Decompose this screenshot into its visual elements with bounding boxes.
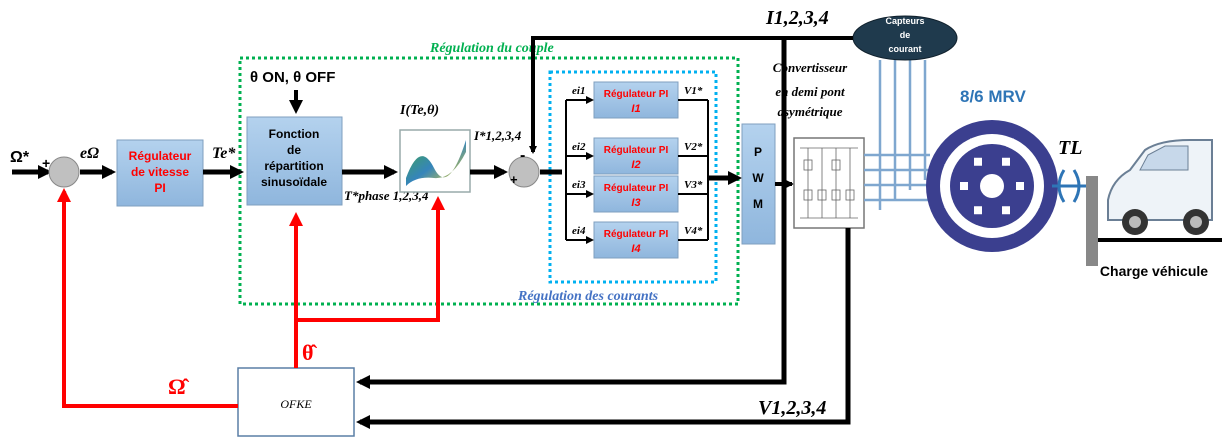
- pi-block-title-1: Régulateur PI: [604, 89, 669, 100]
- pwm-letter-w: W: [752, 171, 764, 185]
- sum1-plus: +: [42, 155, 50, 171]
- pi-error-label-3: ei3: [572, 179, 586, 191]
- pi-block-2: [593, 137, 679, 175]
- courants-region-label: Régulation des courants: [517, 289, 659, 304]
- capteurs-line2: de: [900, 30, 911, 40]
- stator-slot: [1005, 138, 1014, 147]
- stator-slot: [1005, 225, 1014, 234]
- rotor-slot: [974, 157, 982, 166]
- torque-arrow-icon: [1057, 169, 1081, 203]
- e-omega-label: eΩ: [80, 145, 99, 162]
- ofke-block: [237, 367, 355, 437]
- sum-junction-speed: [48, 156, 80, 188]
- pi-voltage-label-2: V2*: [684, 141, 703, 153]
- pi-block-sub-1: I1: [631, 103, 640, 115]
- converter-circuit-icon: [800, 147, 858, 219]
- rotor-slot: [960, 182, 968, 190]
- phase-wires: [864, 60, 930, 210]
- pi-voltage-label-1: V1*: [684, 85, 703, 97]
- stator-slot: [944, 164, 953, 173]
- speed-reg-line2: de vitesse: [131, 165, 189, 179]
- speed-reg-line3: PI: [154, 181, 165, 195]
- pi-error-label-2: ei2: [572, 141, 586, 153]
- voltage-to-ofke-line: [356, 228, 851, 429]
- pi-voltage-label-3: V3*: [684, 179, 703, 191]
- pi-block-title-4: Régulateur PI: [604, 229, 669, 240]
- ofke-label: OFKE: [280, 397, 312, 411]
- current-feedback-line: [529, 36, 853, 154]
- theta-hat-to-lookup: [296, 196, 445, 322]
- fonction-line2: de: [287, 143, 301, 157]
- convertisseur-line2: en demi pont: [775, 84, 845, 99]
- pi-voltage-label-4: V4*: [684, 225, 703, 237]
- load-wall: [1086, 176, 1098, 266]
- motor-label: 8/6 MRV: [960, 87, 1026, 106]
- rotor-slot: [1002, 206, 1010, 215]
- pi-block-title-2: Régulateur PI: [604, 145, 669, 156]
- srm-motor-icon: [926, 120, 1058, 252]
- i-feedback-label: I1,2,3,4: [765, 7, 829, 29]
- pwm-block: [741, 123, 776, 245]
- converter-block: [793, 137, 865, 229]
- pi-block-sub-3: I3: [631, 197, 640, 209]
- pi-error-label-1: ei1: [572, 85, 585, 97]
- rotor-slot: [1002, 157, 1010, 166]
- omega-ref-label: Ω*: [10, 149, 30, 166]
- tl-label: TL: [1058, 137, 1082, 159]
- omega-hat-label: Ω̂: [168, 374, 190, 399]
- pi-block-title-3: Régulateur PI: [604, 183, 669, 194]
- pi-error-label-4: ei4: [572, 225, 586, 237]
- sum-junction-current: [508, 156, 540, 188]
- fonction-line1: Fonction: [269, 127, 320, 141]
- car-icon: [1107, 139, 1213, 235]
- fonction-repartition-block: [246, 116, 343, 206]
- pwm-letter-m: M: [753, 197, 763, 211]
- stator-slot: [970, 138, 979, 147]
- v-feedback-label: V1,2,3,4: [758, 397, 826, 419]
- convertisseur-line3: asymétrique: [778, 104, 843, 119]
- stator-slot: [1031, 164, 1040, 173]
- speed-reg-line1: Régulateur: [129, 149, 192, 163]
- pi-block-sub-4: I4: [631, 243, 640, 255]
- rotor-slot: [974, 206, 982, 215]
- current-to-ofke-line: [356, 40, 787, 389]
- capteurs-line3: courant: [888, 44, 921, 54]
- sum2-plus: +: [510, 172, 518, 187]
- stator-slot: [970, 225, 979, 234]
- theta-on-off-label: θ ON, θ OFF: [250, 69, 335, 86]
- stator-slot: [944, 199, 953, 208]
- pi-block-sub-2: I2: [631, 159, 640, 171]
- convertisseur-line1: Convertisseur: [773, 60, 848, 75]
- te-ref-label: Te*: [212, 145, 236, 162]
- theta-hat-label: θ̂: [302, 340, 317, 365]
- pwm-letter-p: P: [754, 145, 762, 159]
- fonction-line3: répartition: [264, 159, 323, 173]
- i-ref-label: I*1,2,3,4: [473, 128, 522, 143]
- pi-block-4: [593, 221, 679, 259]
- stator-slot: [1031, 199, 1040, 208]
- sum2-minus: -: [520, 147, 525, 164]
- rotor-slot: [1016, 182, 1024, 190]
- lookup-surface-icon: [406, 140, 466, 186]
- fonction-line4: sinusoïdale: [261, 175, 327, 189]
- omega-hat-feedback: [57, 188, 238, 408]
- charge-label: Charge véhicule: [1100, 263, 1208, 279]
- lookup-title: I(Te,θ): [399, 103, 439, 118]
- couple-region-label: Régulation du couple: [429, 41, 554, 56]
- pi-block-3: [593, 175, 679, 213]
- capteurs-line1: Capteurs: [885, 16, 924, 26]
